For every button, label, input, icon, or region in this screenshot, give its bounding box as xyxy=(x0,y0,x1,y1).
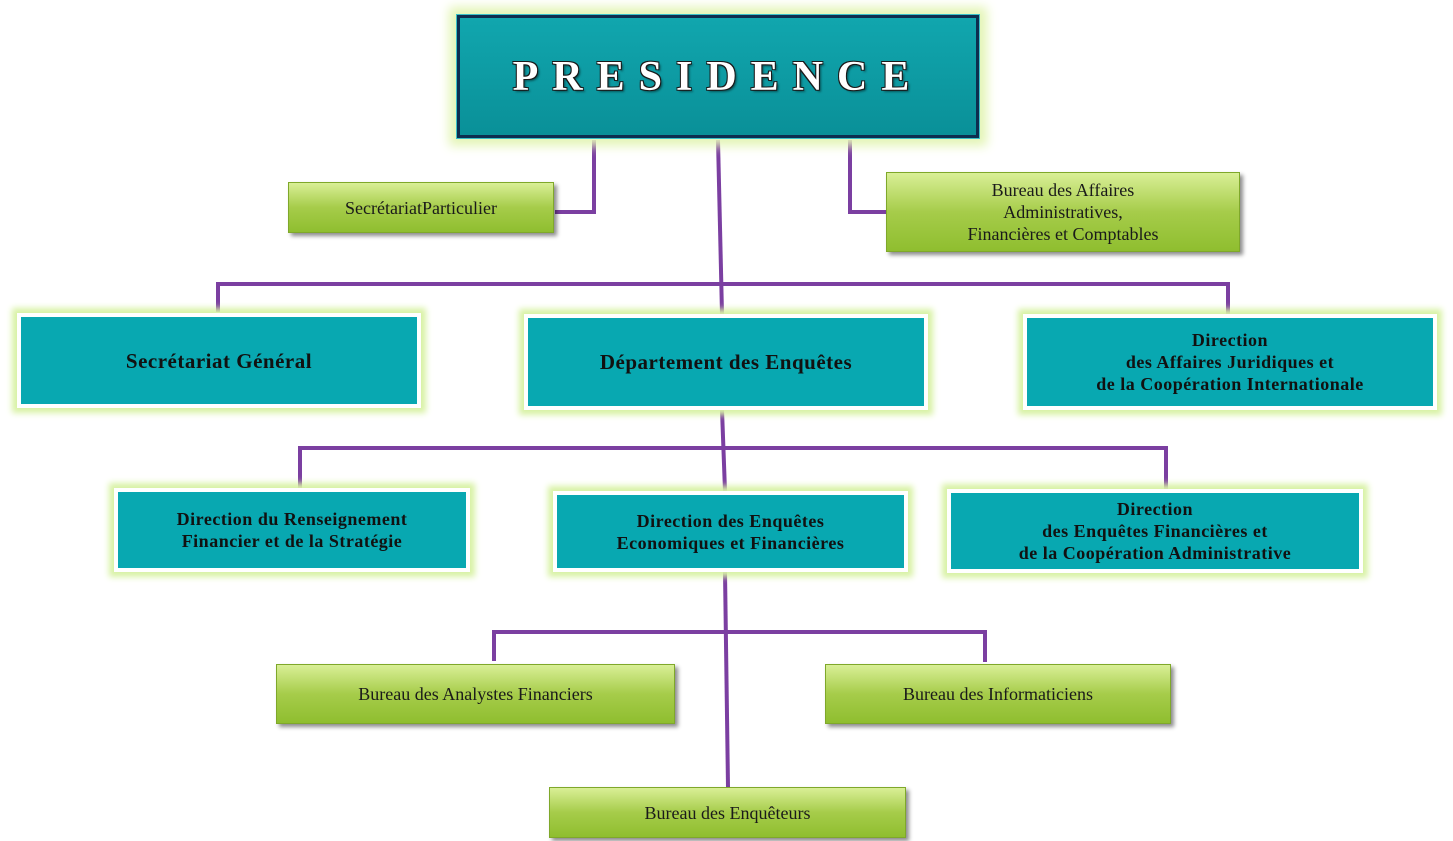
direction-enquetes-economiques-line-2: Economiques et Financières xyxy=(616,532,845,553)
bureau-affaires-administratives-line-2: Administratives, xyxy=(1003,202,1123,222)
direction-renseignement-box: Direction du Renseignement Financier et … xyxy=(114,488,470,572)
bureau-informaticiens-box: Bureau des Informaticiens xyxy=(825,664,1171,724)
bureau-enqueteurs-box: Bureau des Enquêteurs xyxy=(549,787,906,838)
departement-enquetes-box: Département des Enquêtes xyxy=(524,314,928,410)
direction-enquetes-financieres-line-1: Direction xyxy=(1116,499,1194,519)
direction-enquetes-financieres-line-3: de la Coopération Administrative xyxy=(1018,543,1292,563)
connector-level-3-bus xyxy=(298,446,1168,489)
bureau-affaires-administratives-line-1: Bureau des Affaires xyxy=(991,180,1135,200)
bureau-analystes-financiers-label: Bureau des Analystes Financiers xyxy=(358,684,593,704)
connector-level-2-bus xyxy=(216,282,1230,318)
direction-affaires-juridiques-line-3: de la Coopération Internationale xyxy=(1096,374,1364,394)
connector-presidence-secretariat-particulier xyxy=(555,140,596,214)
direction-renseignement-line-1: Direction du Renseignement xyxy=(176,509,408,529)
secretariat-particulier-box: SecrétariatParticulier xyxy=(288,182,554,233)
direction-affaires-juridiques-line-2: des Affaires Juridiques et xyxy=(1125,352,1335,372)
departement-enquetes-label: Département des Enquêtes xyxy=(599,350,853,374)
secretariat-general-box: Secrétariat Général xyxy=(17,313,421,408)
direction-enquetes-financieres-box: Direction des Enquêtes Financières et de… xyxy=(947,489,1363,573)
bureau-affaires-administratives-box: Bureau des Affaires Administratives, Fin… xyxy=(886,172,1240,252)
connector-presidence-bureau-affaires-administratives xyxy=(848,140,887,214)
direction-enquetes-economiques-line-1: Direction des Enquêtes xyxy=(636,510,825,531)
direction-enquetes-financieres-line-2: des Enquêtes Financières et xyxy=(1042,521,1268,541)
presidence-box: PRESIDENCE xyxy=(456,14,980,139)
bureau-informaticiens-label: Bureau des Informaticiens xyxy=(903,684,1093,704)
bureau-enqueteurs-label: Bureau des Enquêteurs xyxy=(644,802,811,823)
bureau-analystes-financiers-box: Bureau des Analystes Financiers xyxy=(276,664,675,724)
secretariat-general-label: Secrétariat Général xyxy=(125,348,313,373)
connector-level-4-bus xyxy=(492,630,987,662)
direction-enquetes-economiques-box: Direction des Enquêtes Economiques et Fi… xyxy=(553,491,908,572)
presidence-label: PRESIDENCE xyxy=(512,53,924,100)
connector-direction-enquetes-bureau-enqueteurs xyxy=(723,571,730,788)
bureau-affaires-administratives-line-3: Financières et Comptables xyxy=(967,224,1159,244)
direction-affaires-juridiques-line-1: Direction xyxy=(1191,330,1269,350)
direction-affaires-juridiques-box: Direction des Affaires Juridiques et de … xyxy=(1023,314,1437,410)
secretariat-particulier-label: SecrétariatParticulier xyxy=(345,197,497,218)
direction-renseignement-line-2: Financier et de la Stratégie xyxy=(181,531,403,551)
connector-presidence-departement xyxy=(716,139,724,315)
connector-departement-level-3 xyxy=(720,409,727,492)
